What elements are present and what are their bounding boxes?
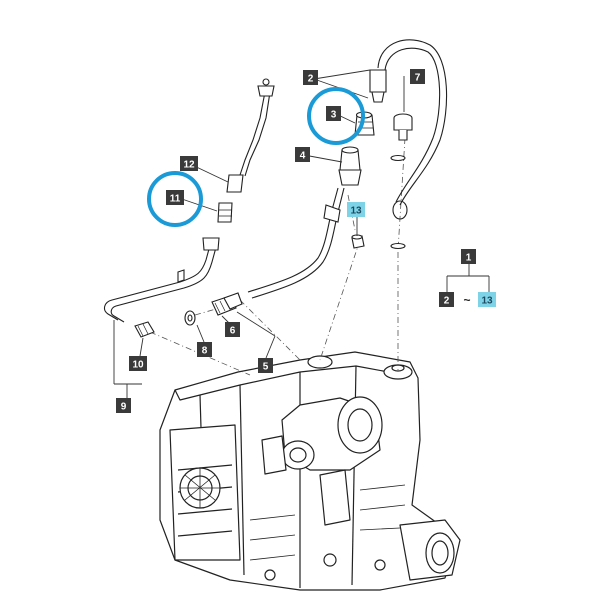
legend-callout-2[interactable]: 2 xyxy=(439,292,454,307)
callout-7[interactable]: 7 xyxy=(410,69,425,84)
svg-text:13: 13 xyxy=(350,206,362,217)
leader-lines xyxy=(113,69,490,398)
callout-13[interactable]: 13 xyxy=(347,202,365,217)
callout-6[interactable]: 6 xyxy=(225,322,240,337)
svg-text:2: 2 xyxy=(444,296,450,307)
tube-pipe xyxy=(377,39,448,220)
callout-11[interactable]: 11 xyxy=(166,190,184,205)
sender-cable xyxy=(239,78,275,177)
highlight-ring-part-3 xyxy=(307,87,365,145)
svg-text:1: 1 xyxy=(466,253,472,264)
part-2-fitting xyxy=(369,69,387,103)
svg-text:6: 6 xyxy=(230,326,236,337)
svg-text:11: 11 xyxy=(170,194,181,205)
callout-2[interactable]: 2 xyxy=(303,70,318,85)
callout-12[interactable]: 12 xyxy=(180,156,198,171)
svg-text:2: 2 xyxy=(308,74,314,85)
highlight-rings xyxy=(147,87,365,227)
alignment-lines xyxy=(149,137,406,376)
callout-3[interactable]: 3 xyxy=(326,106,341,121)
svg-text:13: 13 xyxy=(481,296,493,307)
svg-text:10: 10 xyxy=(132,360,144,371)
part-10-plug xyxy=(134,321,155,338)
callout-labels: 2 3 4 7 12 11 13 6 xyxy=(116,69,496,413)
svg-text:3: 3 xyxy=(331,110,337,121)
callout-5[interactable]: 5 xyxy=(258,358,273,373)
callout-4[interactable]: 4 xyxy=(295,147,310,162)
part-12-sleeve xyxy=(226,174,244,193)
return-pipe xyxy=(103,237,220,323)
part-11-fitting xyxy=(217,202,233,223)
range-separator: ~ xyxy=(463,293,470,307)
svg-text:8: 8 xyxy=(202,346,208,357)
pressure-pipe xyxy=(247,187,345,299)
svg-text:7: 7 xyxy=(415,73,421,84)
callout-10[interactable]: 10 xyxy=(129,356,147,371)
callout-8[interactable]: 8 xyxy=(197,342,212,357)
callout-1[interactable]: 1 xyxy=(461,249,476,264)
callout-9[interactable]: 9 xyxy=(116,398,131,413)
transmission-housing xyxy=(159,351,461,591)
svg-text:4: 4 xyxy=(300,151,306,162)
part-4-coupling xyxy=(338,146,362,186)
part-7-banjo-bolt xyxy=(390,113,413,250)
highlight-ring-part-11 xyxy=(147,171,203,227)
svg-text:12: 12 xyxy=(183,160,195,171)
svg-text:5: 5 xyxy=(263,362,269,373)
svg-text:9: 9 xyxy=(121,402,127,413)
part-13-bolt xyxy=(351,234,365,249)
legend-callout-13[interactable]: 13 xyxy=(478,292,496,307)
part-6-fitting xyxy=(211,292,243,316)
part-8-washer xyxy=(184,310,196,326)
